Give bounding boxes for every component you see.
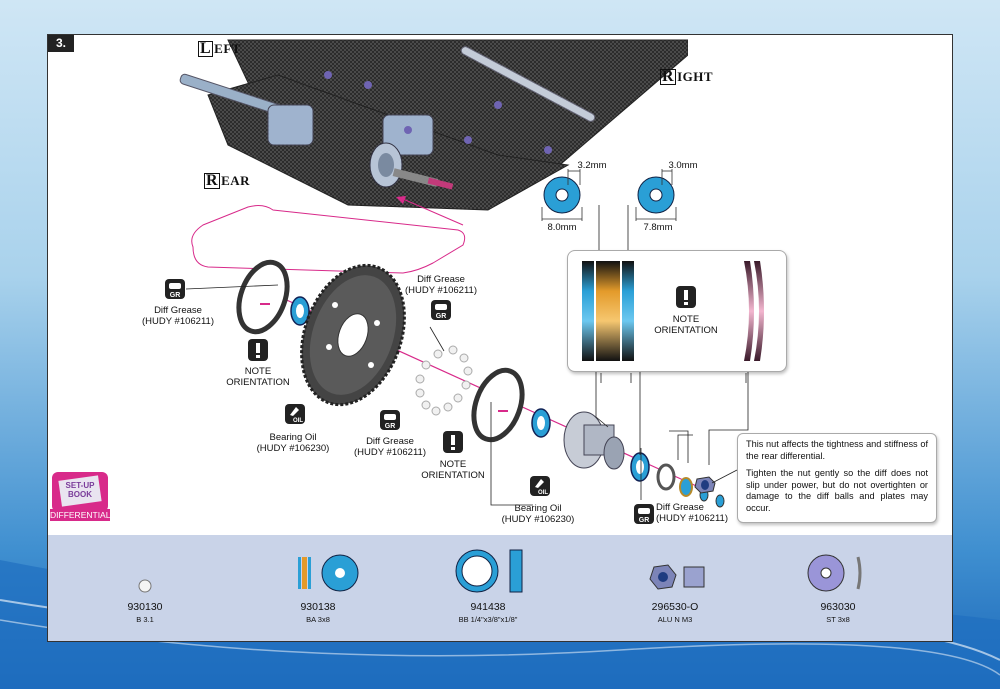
part-desc: ALU N M3 [657,615,693,624]
leader-lines [185,205,749,506]
part-desc: B 3.1 [136,615,154,624]
part-number: 296530-O [651,601,699,613]
diff-grease-right-label: Diff Grease (HUDY #106211) [656,502,728,524]
svg-text:GR: GR [436,313,447,320]
diff-grease-top-label: Diff Grease (HUDY #106211) [405,274,477,296]
part-desc: BA 3x8 [306,615,330,624]
dimension-lines [541,169,677,221]
part-number: 930138 [300,601,336,613]
spring-washer-side-view [744,261,764,361]
warning-icon [443,431,463,453]
part-number: 963030 [820,601,856,613]
chassis-illustration [179,39,688,211]
orientation-detail-box: NOTE ORIENTATION [567,250,787,372]
grease-icon: GR [634,504,654,524]
svg-text:SET-UP: SET-UP [66,481,96,490]
diff-nut-note: This nut affects the tightness and stiff… [737,433,937,523]
grease-icon: GR [165,279,185,299]
note-orientation-3: NOTE ORIENTATION [654,314,718,336]
diff-hub [563,411,625,470]
shim-icon [543,176,581,214]
shim1-thickness: 3.2mm [577,160,607,171]
svg-text:BOOK: BOOK [68,490,92,499]
nut-icon [649,564,705,590]
warning-icon [248,339,268,361]
warning-icon [676,286,696,308]
note-orientation-1: NOTE ORIENTATION [226,366,290,388]
shim-icon [637,176,675,214]
bearing-oil-right-label: Bearing Oil (HUDY #106230) [501,503,575,525]
svg-text:OIL: OIL [293,418,303,424]
parts-list: 930130 B 3.1 930138 BA 3x8 941438 BB 1/4… [48,535,952,641]
diff-balls [415,345,473,416]
shim-side-view [582,261,634,361]
shim2-diameter: 7.8mm [643,222,673,233]
svg-text:GR: GR [385,423,396,430]
svg-text:GR: GR [639,517,650,524]
svg-text:GR: GR [170,292,181,299]
spur-gear [300,263,406,407]
diff-grease-mid-label: Diff Grease (HUDY #106211) [354,436,426,458]
part-desc: BB 1/4"x3/8"x1/8" [458,615,518,624]
shim2-thickness: 3.0mm [668,160,698,171]
washer-icon [807,554,862,592]
part-desc: ST 3x8 [826,615,850,624]
diff-nut [694,476,716,494]
grease-icon: GR [431,300,451,320]
ball-icon [138,579,152,593]
diff-exploded-view [236,259,725,508]
svg-text:OIL: OIL [538,490,548,496]
bearing-oil-left-label: Bearing Oil (HUDY #106230) [256,432,330,454]
oil-icon: OIL [530,476,550,496]
setup-book-icon[interactable]: SET-UP BOOK [50,472,110,520]
differential-badge-label: DIFFERENTIAL [50,509,111,521]
part-number: 930130 [127,601,163,613]
shim1-diameter: 8.0mm [547,222,577,233]
step-number: 3. [48,35,74,52]
ball-bearing-icon [298,554,359,592]
part-number: 941438 [470,601,506,613]
note-orientation-2: NOTE ORIENTATION [421,459,485,481]
oil-icon: OIL [285,404,305,424]
bearing-icon [455,549,523,593]
diff-grease-left-label: Diff Grease (HUDY #106211) [142,305,214,327]
grease-icon: GR [380,410,400,430]
